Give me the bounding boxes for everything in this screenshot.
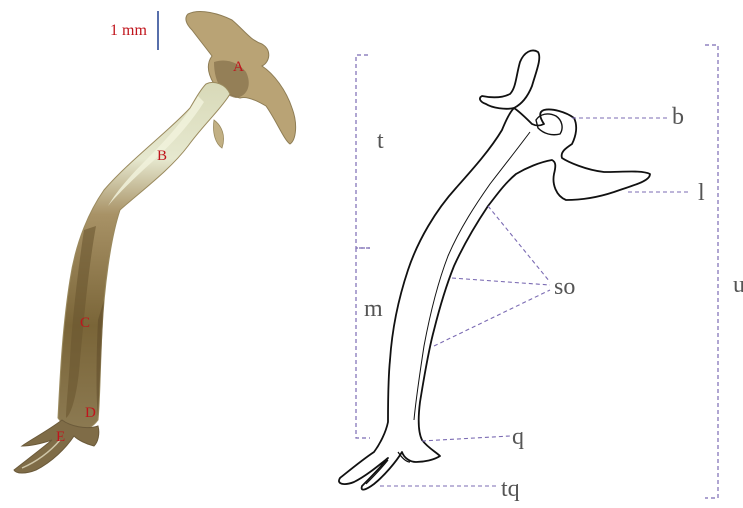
leader-so-1: [488, 206, 550, 282]
label-b: b: [672, 104, 684, 130]
marker-d: D: [85, 405, 96, 421]
label-m: m: [364, 296, 383, 322]
marker-c: C: [80, 315, 90, 331]
label-q: q: [512, 424, 524, 450]
scale-label: 1 mm: [110, 22, 147, 39]
bracket-t: [356, 55, 370, 248]
label-t: t: [377, 128, 384, 154]
specimen-tail: [14, 420, 99, 473]
bracket-u: [705, 45, 718, 498]
label-u: u: [733, 272, 743, 298]
specimen-photo: [14, 12, 296, 473]
marker-b: B: [157, 148, 167, 164]
leader-so-2: [452, 278, 550, 285]
line-drawing: [339, 50, 650, 489]
leader-so-3: [434, 290, 550, 346]
marker-e: E: [56, 429, 65, 445]
label-so: so: [554, 274, 575, 300]
bracket-m: [356, 248, 370, 438]
label-tq: tq: [501, 476, 520, 502]
drawing-body-outline: [339, 108, 650, 490]
marker-a: A: [233, 59, 244, 75]
label-l: l: [698, 180, 705, 206]
leader-q: [422, 436, 510, 441]
drawing-head-outline: [480, 50, 539, 108]
